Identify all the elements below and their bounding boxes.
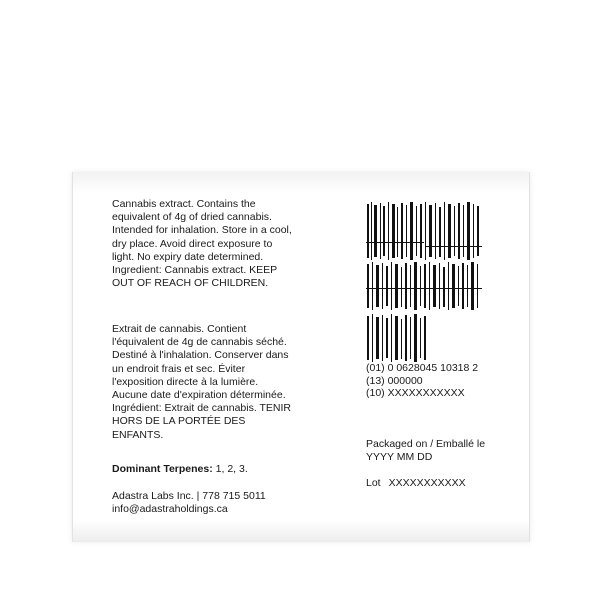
text-line: Extrait de cannabis. Contient: [112, 323, 247, 335]
lot-value: XXXXXXXXXXX: [388, 477, 466, 489]
lot-number: Lot XXXXXXXXXXX: [366, 477, 516, 490]
text-line: dry place. Avoid direct exposure to: [112, 237, 273, 250]
french-description: Extrait de cannabis. Contient l'équivale…: [112, 323, 312, 442]
text-line: HORS DE LA PORTÉE DES: [112, 415, 246, 428]
dominant-terpenes: Dominant Terpenes: 1, 2, 3.: [112, 463, 248, 476]
gtin-code: (01) 0 0628045 10318 2: [366, 362, 479, 374]
english-description: Cannabis extract. Contains the equivalen…: [112, 198, 312, 290]
text-line: un endroit frais et sec. Éviter: [112, 362, 246, 375]
text-line: Destiné à l'inhalation. Conserver dans: [112, 349, 289, 362]
lot-code: (10) XXXXXXXXXXX: [366, 387, 465, 399]
text-line: Intended for inhalation. Store in a cool…: [112, 224, 292, 237]
lot-label: Lot: [366, 477, 381, 489]
text-line: light. No expiry date determined.: [112, 250, 264, 263]
text-line: OUT OF REACH OF CHILDREN.: [112, 277, 269, 290]
text-line: l'équivalent de 4g de cannabis séché.: [112, 336, 287, 349]
packaged-on: Packaged on / Emballé le YYYY MM DD: [366, 438, 516, 464]
packaged-date: YYYY MM DD: [366, 451, 433, 463]
packaged-label: Packaged on / Emballé le: [366, 438, 486, 450]
barcode-graphic: [366, 202, 482, 362]
text-line: Ingredient: Cannabis extract. KEEP: [112, 264, 278, 277]
terpenes-label: Dominant Terpenes:: [112, 463, 213, 475]
email-text: info@adastraholdings.ca: [112, 503, 228, 516]
text-line: Aucune date d'expiration déterminée.: [112, 389, 286, 402]
barcode-codes: (01) 0 0628045 10318 2 (13) 000000 (10) …: [366, 362, 516, 400]
text-line: Cannabis extract. Contains the: [112, 198, 256, 210]
company-contact: Adastra Labs Inc. | 778 715 5011 info@ad…: [112, 490, 312, 516]
text-line: ENFANTS.: [112, 428, 164, 441]
batch-code: (13) 000000: [366, 374, 423, 387]
text-line: l'exposition directe à la lumière.: [112, 375, 259, 388]
text-line: equivalent of 4g of dried cannabis.: [112, 211, 272, 224]
company-line: Adastra Labs Inc. | 778 715 5011: [112, 490, 266, 502]
terpenes-value: 1, 2, 3.: [212, 463, 248, 475]
text-line: Ingrédient: Extrait de cannabis. TENIR: [112, 402, 291, 415]
